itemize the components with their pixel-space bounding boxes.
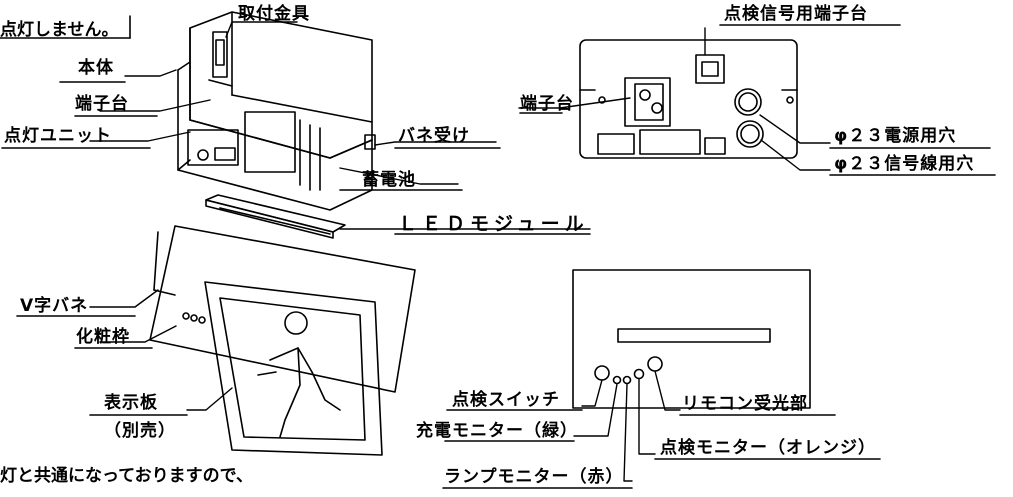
label-inspection-terminal: 点検信号用端子台: [724, 4, 868, 24]
label-decorative-frame: 化粧枠: [76, 327, 130, 347]
label-charge-monitor: 充電モニター（緑）: [416, 421, 578, 441]
label-mounting-bracket: 取付金具: [238, 4, 310, 24]
led-module-drawing: [205, 194, 346, 239]
leader-lines: [89, 21, 831, 482]
label-lighting-unit: 点灯ユニット: [4, 126, 112, 146]
label-battery: 蓄電池: [362, 170, 416, 190]
label-sold-separately: （別売）: [104, 421, 176, 441]
label-v-spring: V字バネ: [20, 296, 89, 316]
inspection-switch-mark: [594, 365, 610, 381]
label-power-hole: φ２３電源用穴: [834, 126, 957, 146]
front-view-drawing: [572, 269, 811, 409]
terminal-view-drawing: [579, 39, 798, 159]
label-terminal-block-right: 端子台: [520, 94, 574, 114]
label-inspection-monitor: 点検モニター（オレンジ）: [660, 438, 876, 458]
charge-monitor-mark: [612, 375, 622, 385]
display-panel-drawing: [204, 281, 383, 456]
label-lamp-monitor: ランプモニター（赤）: [444, 467, 624, 487]
bottom-left-note: 灯と共通になっておりますので、: [0, 466, 253, 486]
label-led-module: ＬＥＤモジュール: [398, 213, 589, 235]
label-body: 本体: [78, 58, 114, 78]
label-signal-hole: φ２３信号線用穴: [834, 154, 975, 174]
label-inspection-switch: 点検スイッチ: [452, 390, 560, 410]
remote-receiver-mark: [647, 356, 663, 372]
label-spring-receiver: バネ受け: [398, 126, 470, 146]
label-remote-receiver: リモコン受光部: [682, 394, 808, 414]
lamp-monitor-mark: [622, 375, 632, 385]
label-underlines: [0, 15, 996, 489]
inspection-monitor-mark: [633, 368, 645, 380]
label-terminal-block-left: 端子台: [75, 94, 129, 114]
label-display-panel: 表示板: [104, 393, 158, 413]
main-housing-drawing: [177, 11, 376, 211]
top-left-note: 点灯しません。: [0, 20, 119, 40]
